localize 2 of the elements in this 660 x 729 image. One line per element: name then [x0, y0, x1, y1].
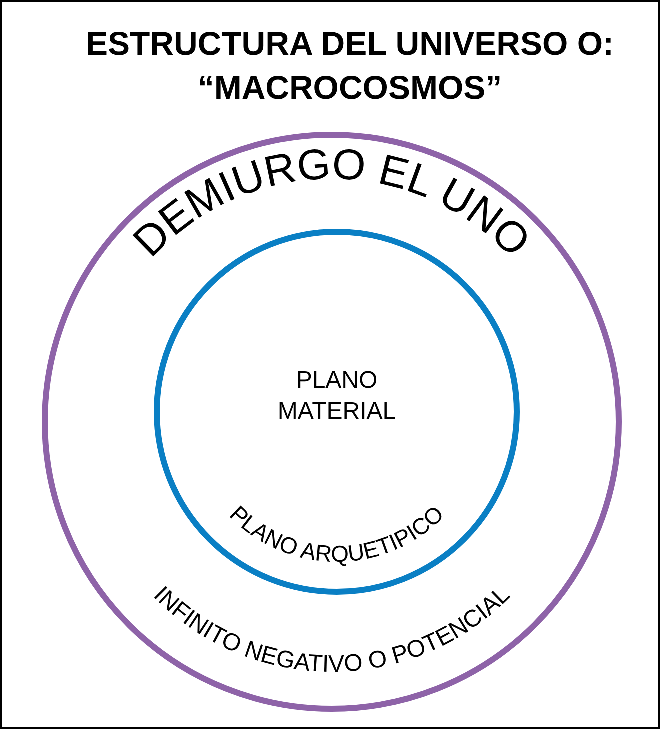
title: ESTRUCTURA DEL UNIVERSO O: “MACROCOSMOS” [84, 24, 616, 108]
center-label: PLANO MATERIAL [276, 366, 398, 427]
